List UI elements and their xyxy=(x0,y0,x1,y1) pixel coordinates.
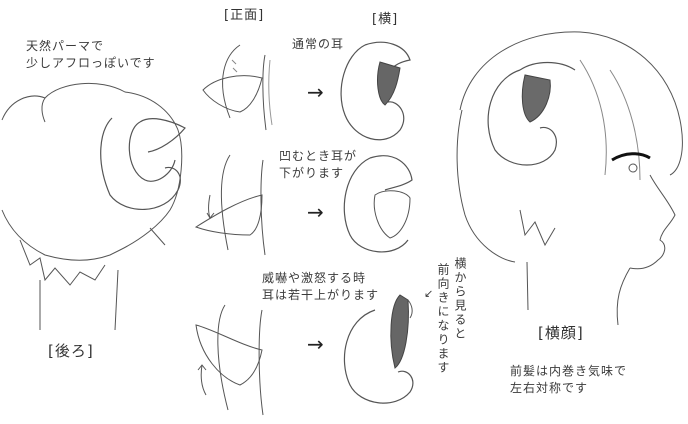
profile-view-label: [横顔] xyxy=(538,324,584,342)
front-ear-normal-drawing xyxy=(202,44,273,131)
pointer-arrow-icon: ↙ xyxy=(424,287,435,300)
side-note-col2: 前向きになります xyxy=(436,263,450,375)
front-ear-raised-drawing xyxy=(195,304,264,416)
profile-view-note-line2: 左右対称です xyxy=(510,381,589,395)
row1-caption-line1: 通常の耳 xyxy=(292,37,345,51)
front-ear-droop-drawing xyxy=(194,154,266,256)
back-view-label: [後ろ] xyxy=(48,342,94,360)
side-ear-normal-drawing xyxy=(340,41,411,141)
row3-caption-line2: 耳は若干上がります xyxy=(262,288,380,302)
side-ear-droop-drawing xyxy=(343,155,413,253)
row2-caption-line2: 下がります xyxy=(279,166,345,180)
row2-arrow-icon: → xyxy=(307,200,324,224)
profile-view-drawing xyxy=(456,31,683,326)
row3-caption-line1: 威嚇や激怒する時 xyxy=(262,271,367,285)
back-view-note-line1: 天然パーマで xyxy=(26,39,105,53)
row2-caption-line1: 凹むとき耳が xyxy=(279,149,358,163)
back-view-note-line2: 少しアフロっぽいです xyxy=(26,56,156,70)
row1-arrow-icon: → xyxy=(307,80,324,104)
front-column-header: [正面] xyxy=(224,8,265,23)
side-note-col1: 横から見ると xyxy=(453,257,467,341)
back-view-drawing xyxy=(1,82,186,331)
profile-view-note-line1: 前髪は内巻き気味で xyxy=(510,364,628,378)
side-column-header: [横] xyxy=(372,12,399,27)
side-ear-raised-drawing xyxy=(343,294,414,404)
row3-arrow-icon: → xyxy=(307,332,324,356)
